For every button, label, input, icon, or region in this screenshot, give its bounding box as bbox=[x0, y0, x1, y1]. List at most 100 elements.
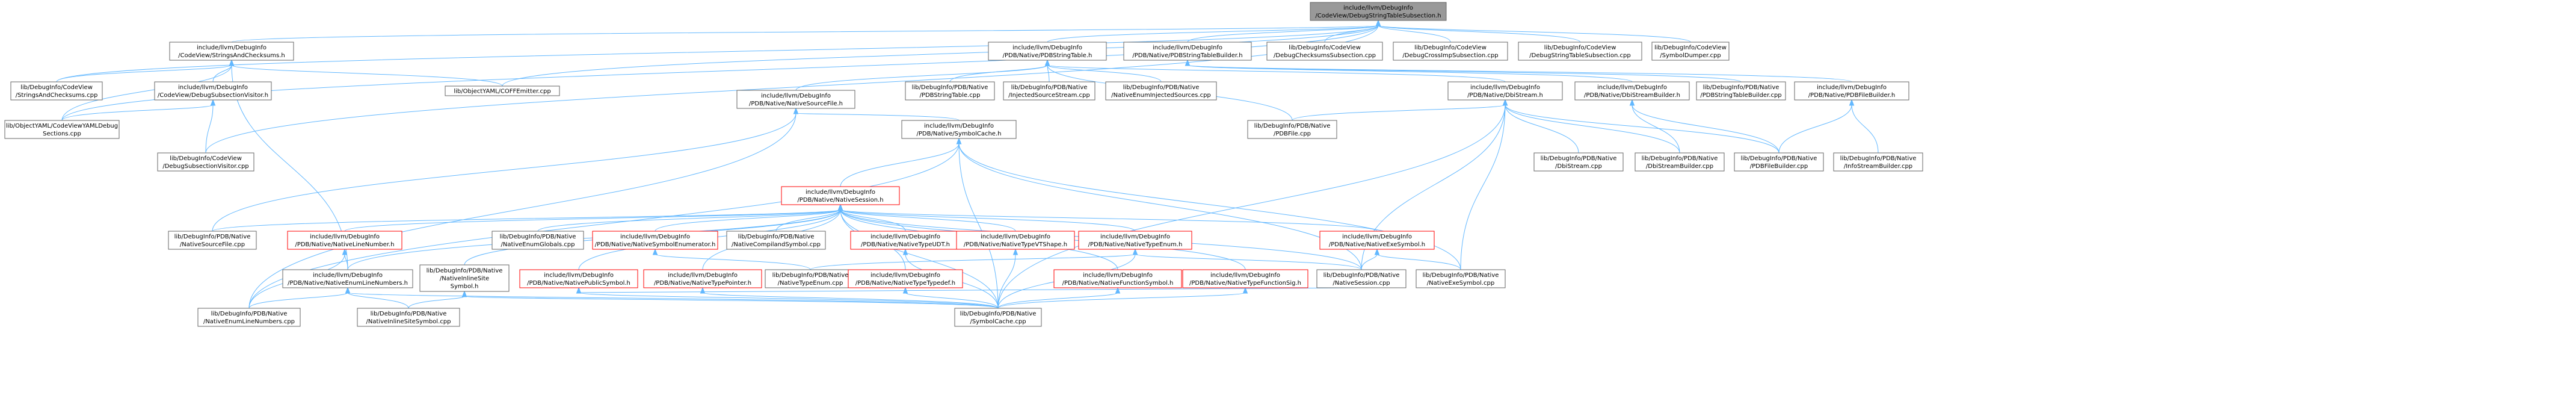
edge-arrowhead bbox=[1044, 59, 1050, 66]
graph-node-symcache_cpp[interactable]: lib/DebugInfo/PDB/Native/SymbolCache.cpp bbox=[954, 308, 1042, 327]
graph-node-ninline_cpp[interactable]: lib/DebugInfo/PDB/Native/NativeInlineSit… bbox=[419, 264, 510, 292]
graph-node-coff_emit[interactable]: lib/ObjectYAML/COFFEmitter.cpp bbox=[445, 85, 560, 96]
graph-node-ntypeptr_h[interactable]: include/llvm/DebugInfo/PDB/Native/Native… bbox=[643, 269, 762, 288]
graph-node-nfuncsym_h[interactable]: include/llvm/DebugInfo/PDB/Native/Native… bbox=[1053, 269, 1182, 288]
dependency-edge bbox=[1460, 104, 1506, 270]
graph-node-ntypeudt_h[interactable]: include/llvm/DebugInfo/PDB/Native/Native… bbox=[850, 231, 961, 250]
graph-node-nsf_cpp[interactable]: lib/DebugInfo/PDB/Native/NativeSourceFil… bbox=[168, 231, 257, 250]
graph-node-dbisb_cpp[interactable]: lib/DebugInfo/PDB/Native/DbiStreamBuilde… bbox=[1635, 152, 1725, 172]
node-label-line: include/llvm/DebugInfo bbox=[924, 123, 994, 129]
edge-arrowhead bbox=[1115, 287, 1121, 294]
node-label-line: include/llvm/DebugInfo bbox=[544, 272, 614, 279]
node-label-line: include/llvm/DebugInfo bbox=[1470, 84, 1540, 91]
graph-node-cv_dsts[interactable]: lib/DebugInfo/CodeView/DebugStringTableS… bbox=[1518, 42, 1642, 61]
graph-node-ntypetd_h[interactable]: include/llvm/DebugInfo/PDB/Native/Native… bbox=[848, 269, 963, 288]
node-label-line: /NativeEnumGlobals.cpp bbox=[501, 241, 575, 248]
dependency-edge bbox=[1378, 25, 1451, 43]
node-label-line: lib/DebugInfo/CodeView bbox=[1414, 45, 1487, 51]
graph-node-dbistream_cpp[interactable]: lib/DebugInfo/PDB/Native/DbiStream.cpp bbox=[1533, 152, 1624, 172]
node-box bbox=[1651, 42, 1730, 61]
node-box bbox=[1794, 81, 1909, 101]
graph-node-cocv_yaml[interactable]: lib/ObjectYAML/CodeViewYAMLDebugSections… bbox=[4, 120, 120, 139]
graph-node-nsymenum_h[interactable]: include/llvm/DebugInfo/PDB/Native/Native… bbox=[592, 231, 718, 250]
node-box bbox=[491, 231, 584, 250]
graph-node-dbisb_h[interactable]: include/llvm/DebugInfo/PDB/Native/DbiStr… bbox=[1574, 81, 1690, 101]
node-label-line: include/llvm/DebugInfo bbox=[620, 234, 690, 240]
node-label-line: /CodeView/StringsAndChecksums.h bbox=[178, 52, 285, 59]
graph-node-ntypeenum_cpp[interactable]: lib/DebugInfo/PDB/Native/NativeTypeEnum.… bbox=[765, 269, 856, 288]
graph-node-nsession_h[interactable]: include/llvm/DebugInfo/PDB/Native/Native… bbox=[781, 186, 900, 205]
dependency-edge bbox=[347, 292, 409, 309]
graph-node-pdb_strtabb[interactable]: include/llvm/DebugInfo/PDB/Native/PDBStr… bbox=[1123, 42, 1252, 61]
graph-node-pdbfileb_h[interactable]: include/llvm/DebugInfo/PDB/Native/PDBFil… bbox=[1794, 81, 1909, 101]
dependency-edge bbox=[840, 209, 1016, 232]
graph-node-root[interactable]: include/llvm/DebugInfo/CodeView/DebugStr… bbox=[1310, 2, 1447, 21]
dependency-edge bbox=[905, 292, 999, 309]
node-box bbox=[419, 264, 510, 292]
dependency-edge bbox=[61, 64, 232, 121]
graph-node-nenumline_cpp[interactable]: lib/DebugInfo/PDB/Native/NativeEnumLineN… bbox=[197, 308, 301, 327]
dependency-edge bbox=[212, 209, 841, 232]
graph-node-cv_dsv[interactable]: include/llvm/DebugInfo/CodeView/DebugSub… bbox=[154, 81, 272, 101]
node-label-line: include/llvm/DebugInfo bbox=[1342, 234, 1412, 240]
node-label-line: /SymbolCache.cpp bbox=[970, 318, 1026, 325]
graph-node-cv_dcs[interactable]: lib/DebugInfo/CodeView/DebugChecksumsSub… bbox=[1266, 42, 1383, 61]
graph-node-npubsym_h[interactable]: include/llvm/DebugInfo/PDB/Native/Native… bbox=[519, 269, 638, 288]
graph-node-nsf_h[interactable]: include/llvm/DebugInfo/PDB/Native/Native… bbox=[736, 90, 855, 109]
graph-node-nenuminj_cpp[interactable]: lib/DebugInfo/PDB/Native/NativeEnumInjec… bbox=[1105, 81, 1217, 101]
graph-node-pdb_strtab[interactable]: include/llvm/DebugInfo/PDB/Native/PDBStr… bbox=[988, 42, 1107, 61]
graph-node-pdbfileb_cpp[interactable]: lib/DebugInfo/PDB/Native/PDBFileBuilder.… bbox=[1734, 152, 1824, 172]
graph-node-pdbstrtabb_cpp[interactable]: lib/DebugInfo/PDB/Native/PDBStringTableB… bbox=[1696, 81, 1786, 101]
dependency-edge bbox=[840, 209, 1136, 232]
edge-arrowhead bbox=[837, 203, 843, 211]
graph-node-injsrc_cpp[interactable]: lib/DebugInfo/PDB/Native/InjectedSourceS… bbox=[1003, 81, 1095, 101]
node-label-line: lib/DebugInfo/PDB/Native bbox=[1703, 84, 1779, 91]
node-label-line: /DbiStreamBuilder.cpp bbox=[1646, 163, 1713, 170]
graph-node-nenumline_h[interactable]: include/llvm/DebugInfo/PDB/Native/Native… bbox=[282, 269, 413, 288]
graph-node-dsv_cpp[interactable]: lib/DebugInfo/CodeView/DebugSubsectionVi… bbox=[157, 152, 254, 172]
dependency-edge bbox=[958, 143, 1461, 270]
dependency-edge bbox=[537, 209, 841, 232]
graph-node-nlinenum_h[interactable]: include/llvm/DebugInfo/PDB/Native/Native… bbox=[287, 231, 402, 250]
graph-node-nenumglob_cpp[interactable]: lib/DebugInfo/PDB/Native/NativeEnumGloba… bbox=[491, 231, 584, 250]
node-label-line: /NativeSourceFile.cpp bbox=[180, 241, 245, 248]
graph-node-ninlinesym_cpp[interactable]: lib/DebugInfo/PDB/Native/NativeInlineSit… bbox=[357, 308, 460, 327]
graph-node-ntypevt_h[interactable]: include/llvm/DebugInfo/PDB/Native/Native… bbox=[956, 231, 1075, 250]
node-box bbox=[1310, 2, 1447, 21]
node-box bbox=[1734, 152, 1824, 172]
node-label-line: include/llvm/DebugInfo bbox=[981, 234, 1050, 240]
dependency-edge bbox=[775, 209, 841, 232]
node-label-line: /NativeSession.cpp bbox=[1333, 280, 1390, 287]
node-box bbox=[10, 81, 103, 101]
edge-arrowhead bbox=[1629, 99, 1635, 106]
graph-node-pdbfile_cpp[interactable]: lib/DebugInfo/PDB/Native/PDBFile.cpp bbox=[1247, 120, 1337, 139]
graph-node-ntypefs_h[interactable]: include/llvm/DebugInfo/PDB/Native/Native… bbox=[1182, 269, 1308, 288]
node-box bbox=[287, 231, 402, 250]
graph-node-nexesym_h[interactable]: include/llvm/DebugInfo/PDB/Native/Native… bbox=[1319, 231, 1435, 250]
node-box bbox=[901, 120, 1017, 139]
node-label-line: lib/DebugInfo/CodeView bbox=[170, 155, 242, 162]
graph-node-nexesym_cpp[interactable]: lib/DebugInfo/PDB/Native/NativeExeSymbol… bbox=[1416, 269, 1506, 288]
node-label-line: include/llvm/DebugInfo bbox=[806, 189, 875, 196]
node-label-line: /NativeTypeEnum.cpp bbox=[778, 280, 843, 287]
edge-arrowhead bbox=[700, 287, 706, 294]
node-label-line: /SymbolDumper.cpp bbox=[1660, 52, 1721, 59]
node-box bbox=[1247, 120, 1337, 139]
graph-node-cv_symd[interactable]: lib/DebugInfo/CodeView/SymbolDumper.cpp bbox=[1651, 42, 1730, 61]
graph-node-pdbstrtab_cpp[interactable]: lib/DebugInfo/PDB/Native/PDBStringTable.… bbox=[905, 81, 995, 101]
dependency-edge bbox=[408, 296, 465, 309]
node-label-line: Symbol.h bbox=[451, 284, 479, 290]
node-box bbox=[1635, 152, 1725, 172]
graph-node-cv_dcis[interactable]: lib/DebugInfo/CodeView/DebugCrossImpSubs… bbox=[1393, 42, 1508, 61]
graph-node-cv_strs_cpp[interactable]: lib/DebugInfo/CodeView/StringsAndChecksu… bbox=[10, 81, 103, 101]
node-label-line: lib/DebugInfo/PDB/Native bbox=[1254, 123, 1331, 129]
node-box bbox=[765, 269, 856, 288]
node-box bbox=[1078, 231, 1192, 250]
graph-node-infosb_cpp[interactable]: lib/DebugInfo/PDB/Native/InfoStreamBuild… bbox=[1833, 152, 1923, 172]
graph-node-nsession_cpp[interactable]: lib/DebugInfo/PDB/Native/NativeSession.c… bbox=[1316, 269, 1407, 288]
graph-node-ntypeenum_h[interactable]: include/llvm/DebugInfo/PDB/Native/Native… bbox=[1078, 231, 1192, 250]
graph-node-dbistream_h[interactable]: include/llvm/DebugInfo/PDB/Native/DbiStr… bbox=[1447, 81, 1563, 101]
graph-node-cv_strs[interactable]: include/llvm/DebugInfo/CodeView/StringsA… bbox=[169, 42, 294, 61]
graph-node-ncompsym_cpp[interactable]: lib/DebugInfo/PDB/Native/NativeCompiland… bbox=[726, 231, 826, 250]
graph-node-symcache_h[interactable]: include/llvm/DebugInfo/PDB/Native/Symbol… bbox=[901, 120, 1017, 139]
